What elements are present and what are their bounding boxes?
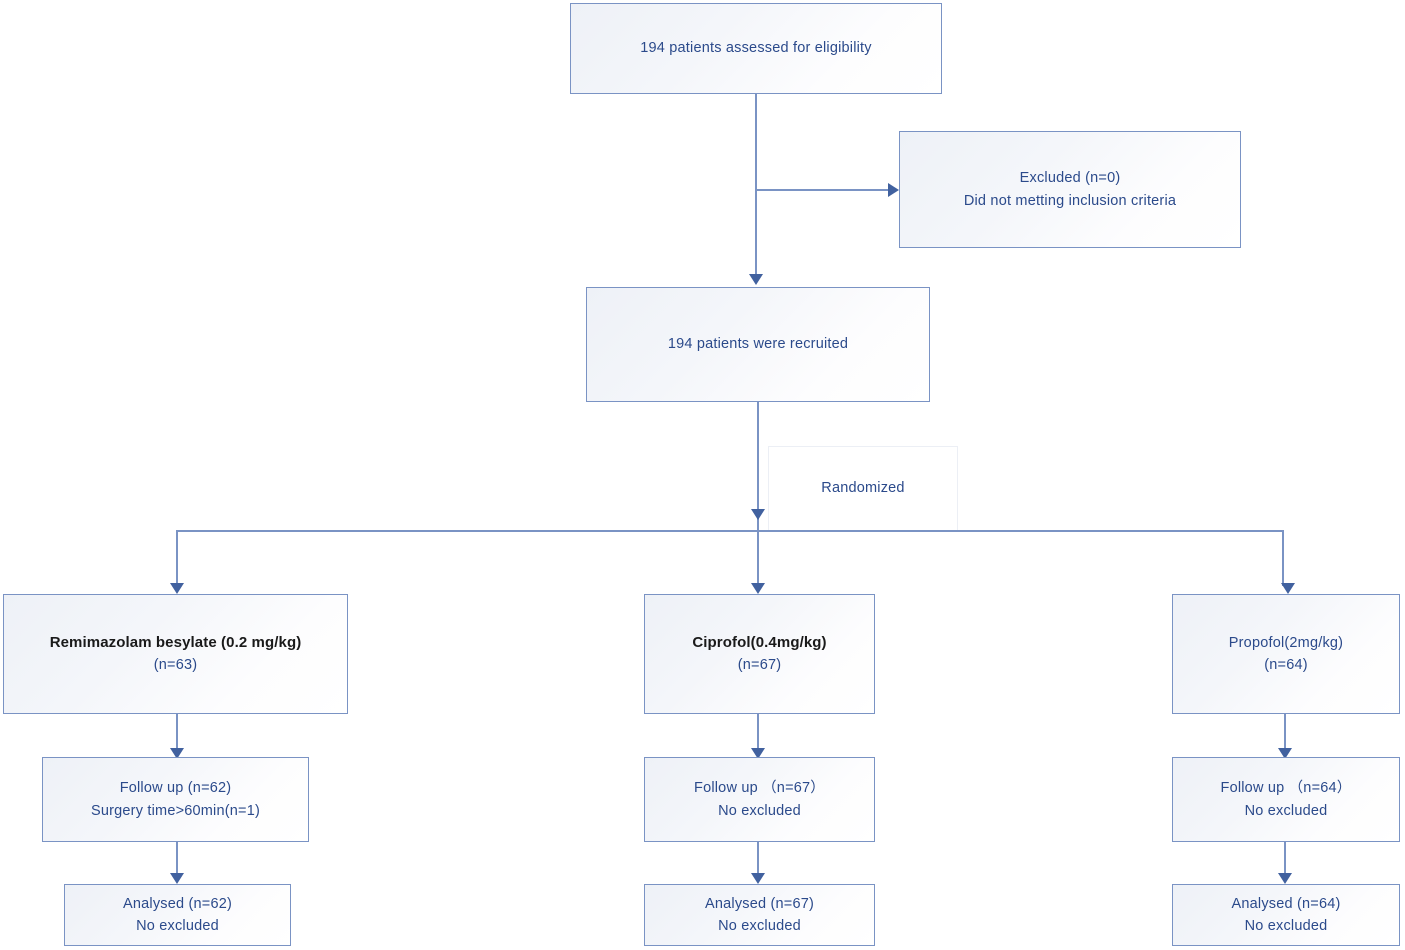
arrow-group-a-to-followup	[170, 748, 184, 759]
node-analysed-b-line2: No excluded	[718, 918, 801, 934]
node-followup-b: Follow up （n=67） No excluded	[644, 757, 875, 842]
node-group-c: Propofol(2mg/kg) (n=64)	[1172, 594, 1400, 714]
node-analysed-b-line1: Analysed (n=67)	[705, 895, 814, 912]
node-excluded-line2: Did not metting inclusion criteria	[963, 192, 1177, 209]
connector-randomization-bar	[176, 530, 1284, 533]
node-eligibility-line1: 194 patients assessed for eligibility	[640, 40, 872, 57]
node-randomized-line1: Randomized	[821, 480, 905, 497]
connector-to-excluded	[755, 189, 895, 192]
arrow-drop-group-b	[751, 583, 765, 594]
node-group-b-line1: Ciprofol(0.4mg/kg)	[692, 634, 827, 652]
arrow-followup-a-to-analysed	[170, 873, 184, 884]
arrow-drop-group-a	[170, 583, 184, 594]
arrow-to-excluded	[888, 183, 899, 197]
arrow-eligibility-to-recruited	[749, 274, 763, 285]
connector-eligibility-to-recruited	[755, 94, 758, 278]
connector-followup-a-to-analysed	[176, 842, 179, 876]
arrow-recruited-to-randomized	[751, 509, 765, 520]
node-group-c-line2: (n=64)	[1264, 657, 1308, 673]
connector-drop-group-c	[1282, 530, 1285, 586]
node-group-a-line1: Remimazolam besylate (0.2 mg/kg)	[49, 634, 302, 652]
node-eligibility: 194 patients assessed for eligibility	[570, 3, 942, 94]
arrow-group-b-to-followup	[751, 748, 765, 759]
node-analysed-a-line1: Analysed (n=62)	[123, 895, 232, 912]
connector-followup-b-to-analysed	[757, 842, 760, 876]
node-followup-b-line2: No excluded	[718, 802, 801, 819]
arrow-drop-group-c	[1281, 583, 1295, 594]
node-excluded: Excluded (n=0) Did not metting inclusion…	[899, 131, 1241, 248]
connector-group-b-to-followup	[757, 714, 760, 751]
node-group-b-line2: (n=67)	[737, 657, 782, 674]
node-followup-a-line1: Follow up (n=62)	[119, 780, 232, 797]
connector-drop-group-b	[757, 530, 760, 586]
node-randomized: Randomized	[768, 446, 958, 531]
node-group-b: Ciprofol(0.4mg/kg) (n=67)	[644, 594, 875, 714]
node-followup-c-line2: No excluded	[1244, 802, 1328, 819]
node-excluded-line1: Excluded (n=0)	[1019, 170, 1121, 187]
connector-group-a-to-followup	[176, 714, 179, 751]
connector-recruited-to-randomized	[757, 402, 760, 534]
node-analysed-c-line1: Analysed (n=64)	[1231, 895, 1341, 912]
node-analysed-c-line2: No excluded	[1244, 918, 1328, 934]
node-analysed-a-line2: No excluded	[136, 918, 219, 934]
node-recruited-line1: 194 patients were recruited	[667, 336, 849, 353]
connector-group-c-to-followup	[1284, 714, 1287, 751]
node-group-a: Remimazolam besylate (0.2 mg/kg) (n=63)	[3, 594, 348, 714]
node-group-c-line1: Propofol(2mg/kg)	[1228, 634, 1344, 651]
node-followup-b-line1: Follow up （n=67）	[694, 780, 825, 797]
arrow-group-c-to-followup	[1278, 748, 1292, 759]
connector-followup-c-to-analysed	[1284, 842, 1287, 876]
node-group-a-line2: (n=63)	[153, 657, 198, 674]
connector-drop-group-a	[176, 530, 179, 586]
arrow-followup-c-to-analysed	[1278, 873, 1292, 884]
node-analysed-a: Analysed (n=62) No excluded	[64, 884, 291, 946]
node-recruited: 194 patients were recruited	[586, 287, 930, 402]
node-followup-a: Follow up (n=62) Surgery time>60min(n=1)	[42, 757, 309, 842]
node-followup-a-line2: Surgery time>60min(n=1)	[90, 802, 260, 819]
node-analysed-c: Analysed (n=64) No excluded	[1172, 884, 1400, 946]
node-followup-c-line1: Follow up （n=64）	[1220, 780, 1352, 797]
arrow-followup-b-to-analysed	[751, 873, 765, 884]
node-followup-c: Follow up （n=64） No excluded	[1172, 757, 1400, 842]
node-analysed-b: Analysed (n=67) No excluded	[644, 884, 875, 946]
